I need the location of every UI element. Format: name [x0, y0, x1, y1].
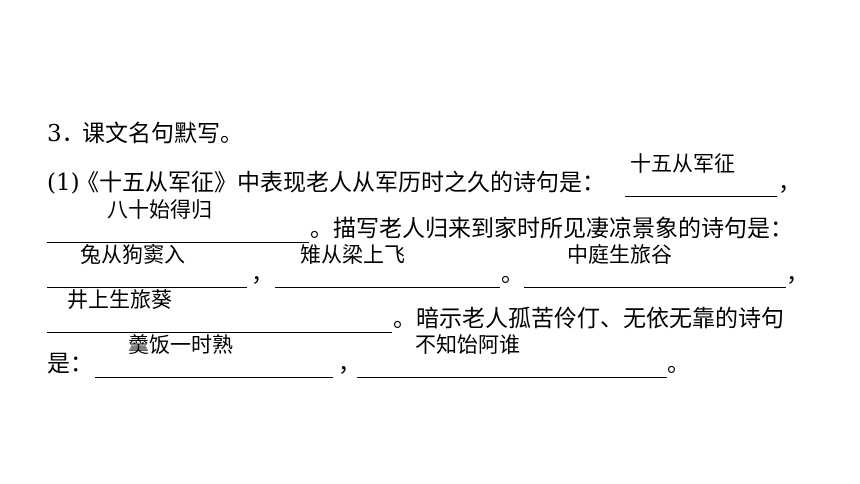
prompt-text-1: 《十五从军征》中表现老人从军历时之久的诗句是： — [76, 170, 605, 196]
blank-underline — [47, 332, 392, 333]
answer-text-4: 雉从梁上飞 — [300, 243, 405, 267]
prompt-text-3: 。暗示老人孤苦伶仃、无依无靠的诗句 — [393, 306, 784, 332]
answer-text-8: 不知饴阿谁 — [415, 333, 520, 357]
answer-text-3: 兔从狗窦入 — [80, 243, 185, 267]
answer-text-6: 井上生旅葵 — [67, 288, 172, 312]
prompt-text-4: 是： — [47, 351, 93, 377]
blank-underline — [47, 242, 309, 243]
answer-blank-5: 中庭生旅谷 — [524, 243, 786, 294]
blank-underline — [524, 287, 786, 288]
comma: ， — [786, 261, 809, 287]
prompt-text-2: 。描写老人归来到家时所见凄凉景象的诗句是： — [310, 216, 793, 242]
answer-blank-4: 雉从梁上飞 — [275, 243, 500, 294]
answer-text-1: 十五从军征 — [630, 152, 735, 176]
comma: ， — [778, 170, 801, 196]
blank-underline — [95, 377, 333, 378]
period: 。 — [501, 261, 524, 287]
question-title: 课文名句默写。 — [82, 121, 243, 147]
sub-question-label: (1) — [47, 170, 80, 196]
answer-text-5: 中庭生旅谷 — [567, 243, 672, 267]
blank-underline — [275, 287, 500, 288]
blank-underline — [357, 377, 667, 378]
answer-blank-7: 羹饭一时熟 — [95, 333, 333, 384]
blank-underline — [625, 196, 777, 197]
answer-blank-6: 井上生旅葵 — [47, 288, 392, 339]
blank-underline — [47, 287, 247, 288]
period: 。 — [667, 351, 690, 377]
answer-text-2: 八十始得归 — [107, 198, 212, 222]
answer-text-7: 羹饭一时熟 — [128, 333, 233, 357]
answer-blank-8: 不知饴阿谁 — [357, 333, 667, 384]
answer-blank-3: 兔从狗窦入 — [47, 243, 247, 294]
comma: ， — [251, 261, 274, 287]
answer-blank-1: 十五从军征 — [625, 152, 777, 203]
answer-blank-2: 八十始得归 — [47, 198, 309, 249]
comma: ， — [338, 351, 361, 377]
question-number: 3． — [47, 121, 85, 147]
